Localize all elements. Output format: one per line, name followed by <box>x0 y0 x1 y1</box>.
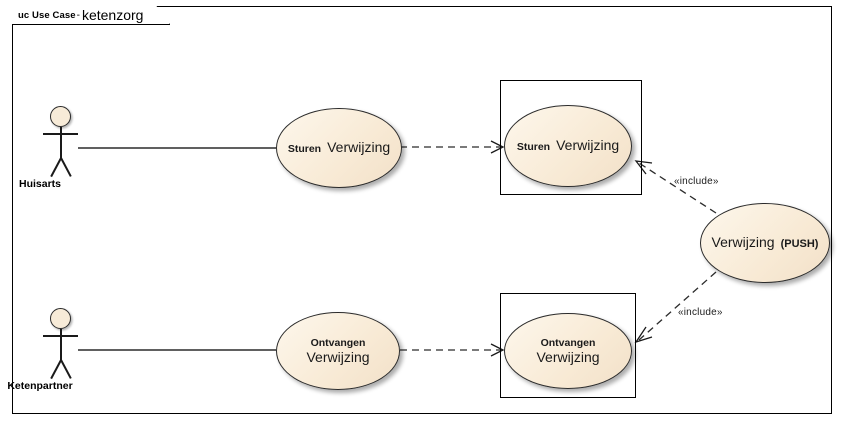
usecase-sturen-verwijzing-left[interactable]: Sturen Verwijzing <box>276 108 402 188</box>
usecase-name-bold: Sturen <box>287 142 322 155</box>
usecase-verwijzing-push[interactable]: Verwijzing (PUSH) <box>700 203 830 283</box>
actor-label-huisarts: Huisarts <box>18 178 62 190</box>
usecase-label: Ontvangen Verwijzing <box>300 337 375 366</box>
usecase-name-bold: Ontvangen <box>540 336 596 349</box>
include-label-ontvangen: «include» <box>678 307 723 318</box>
actor-body-icon <box>60 127 62 159</box>
actor-label-ketenpartner: Ketenpartner <box>7 380 73 392</box>
usecase-label: Ontvangen Verwijzing <box>530 337 605 366</box>
diagram-title-tab: uc Use Case - ketenzorg <box>12 6 170 25</box>
actor-head-icon <box>50 106 71 127</box>
usecase-sturen-verwijzing-right[interactable]: Sturen Verwijzing <box>504 105 632 187</box>
usecase-name-plain: Verwijzing <box>556 136 620 153</box>
usecase-name-bold: Sturen <box>516 140 551 153</box>
usecase-name-bold: Ontvangen <box>310 336 366 349</box>
usecase-name-plain: Verwijzing <box>711 233 775 250</box>
diagram-title-separator: - <box>76 9 80 21</box>
usecase-label: Sturen Verwijzing <box>511 137 625 156</box>
actor-head-icon <box>50 308 71 329</box>
diagram-title-kind: uc Use Case <box>18 9 76 21</box>
usecase-name-plain: Verwijzing <box>536 348 600 365</box>
usecase-name-plain: Verwijzing <box>306 348 370 365</box>
usecase-ontvangen-verwijzing-left[interactable]: Ontvangen Verwijzing <box>276 312 400 390</box>
diagram-frame <box>12 6 832 414</box>
usecase-label: Verwijzing (PUSH) <box>706 234 825 253</box>
boundary-box-sturen <box>500 80 642 195</box>
diagram-title-name: ketenzorg <box>81 7 144 23</box>
usecase-label: Sturen Verwijzing <box>282 139 396 158</box>
boundary-box-ontvangen <box>500 293 636 398</box>
include-label-sturen: «include» <box>674 176 719 187</box>
usecase-ontvangen-verwijzing-right[interactable]: Ontvangen Verwijzing <box>504 313 632 389</box>
actor-body-icon <box>60 329 62 361</box>
usecase-name-plain: Verwijzing <box>327 138 391 155</box>
usecase-name-suffix: (PUSH) <box>780 237 819 250</box>
